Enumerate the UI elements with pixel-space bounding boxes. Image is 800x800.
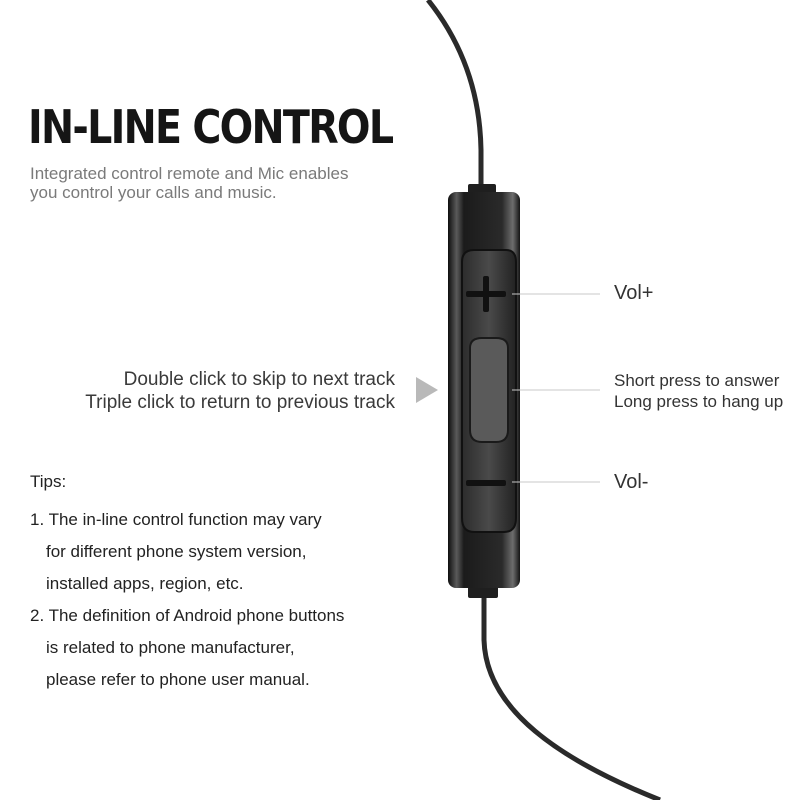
tips-line: installed apps, region, etc. [46,574,244,593]
center-button-label: Short press to answer Long press to hang… [614,370,783,412]
center-label-line-1: Short press to answer [614,371,780,390]
tips-line: 1. The in-line control function may vary [30,510,322,529]
vol-minus-label: Vol- [614,471,649,493]
tips-line: 2. The definition of Android phone butto… [30,606,345,625]
skip-track-line-2: Triple click to return to previous track [85,392,395,413]
tips-line: please refer to phone user manual. [46,670,310,689]
subtitle: Integrated control remote and Mic enable… [30,164,390,202]
center-button [469,337,509,443]
play-arrow-icon [416,377,438,403]
tips-line: for different phone system version, [46,542,307,561]
skip-track-note: Double click to skip to next track Tripl… [85,368,395,414]
center-label-line-2: Long press to hang up [614,392,784,411]
tips-section: Tips: 1. The in-line control function ma… [30,468,344,696]
tips-heading: Tips: [30,472,67,491]
vol-plus-label: Vol+ [614,282,654,304]
skip-track-line-1: Double click to skip to next track [123,369,395,390]
subtitle-line-1: Integrated control remote and Mic enable… [30,164,349,183]
tips-line: is related to phone manufacturer, [46,638,295,657]
subtitle-line-2: you control your calls and music. [30,183,277,202]
cable-top [426,0,484,190]
page-title: IN-LINE CONTROL [28,100,394,154]
plus-icon [466,276,506,312]
minus-icon [466,480,506,486]
cable-bottom [481,596,661,800]
